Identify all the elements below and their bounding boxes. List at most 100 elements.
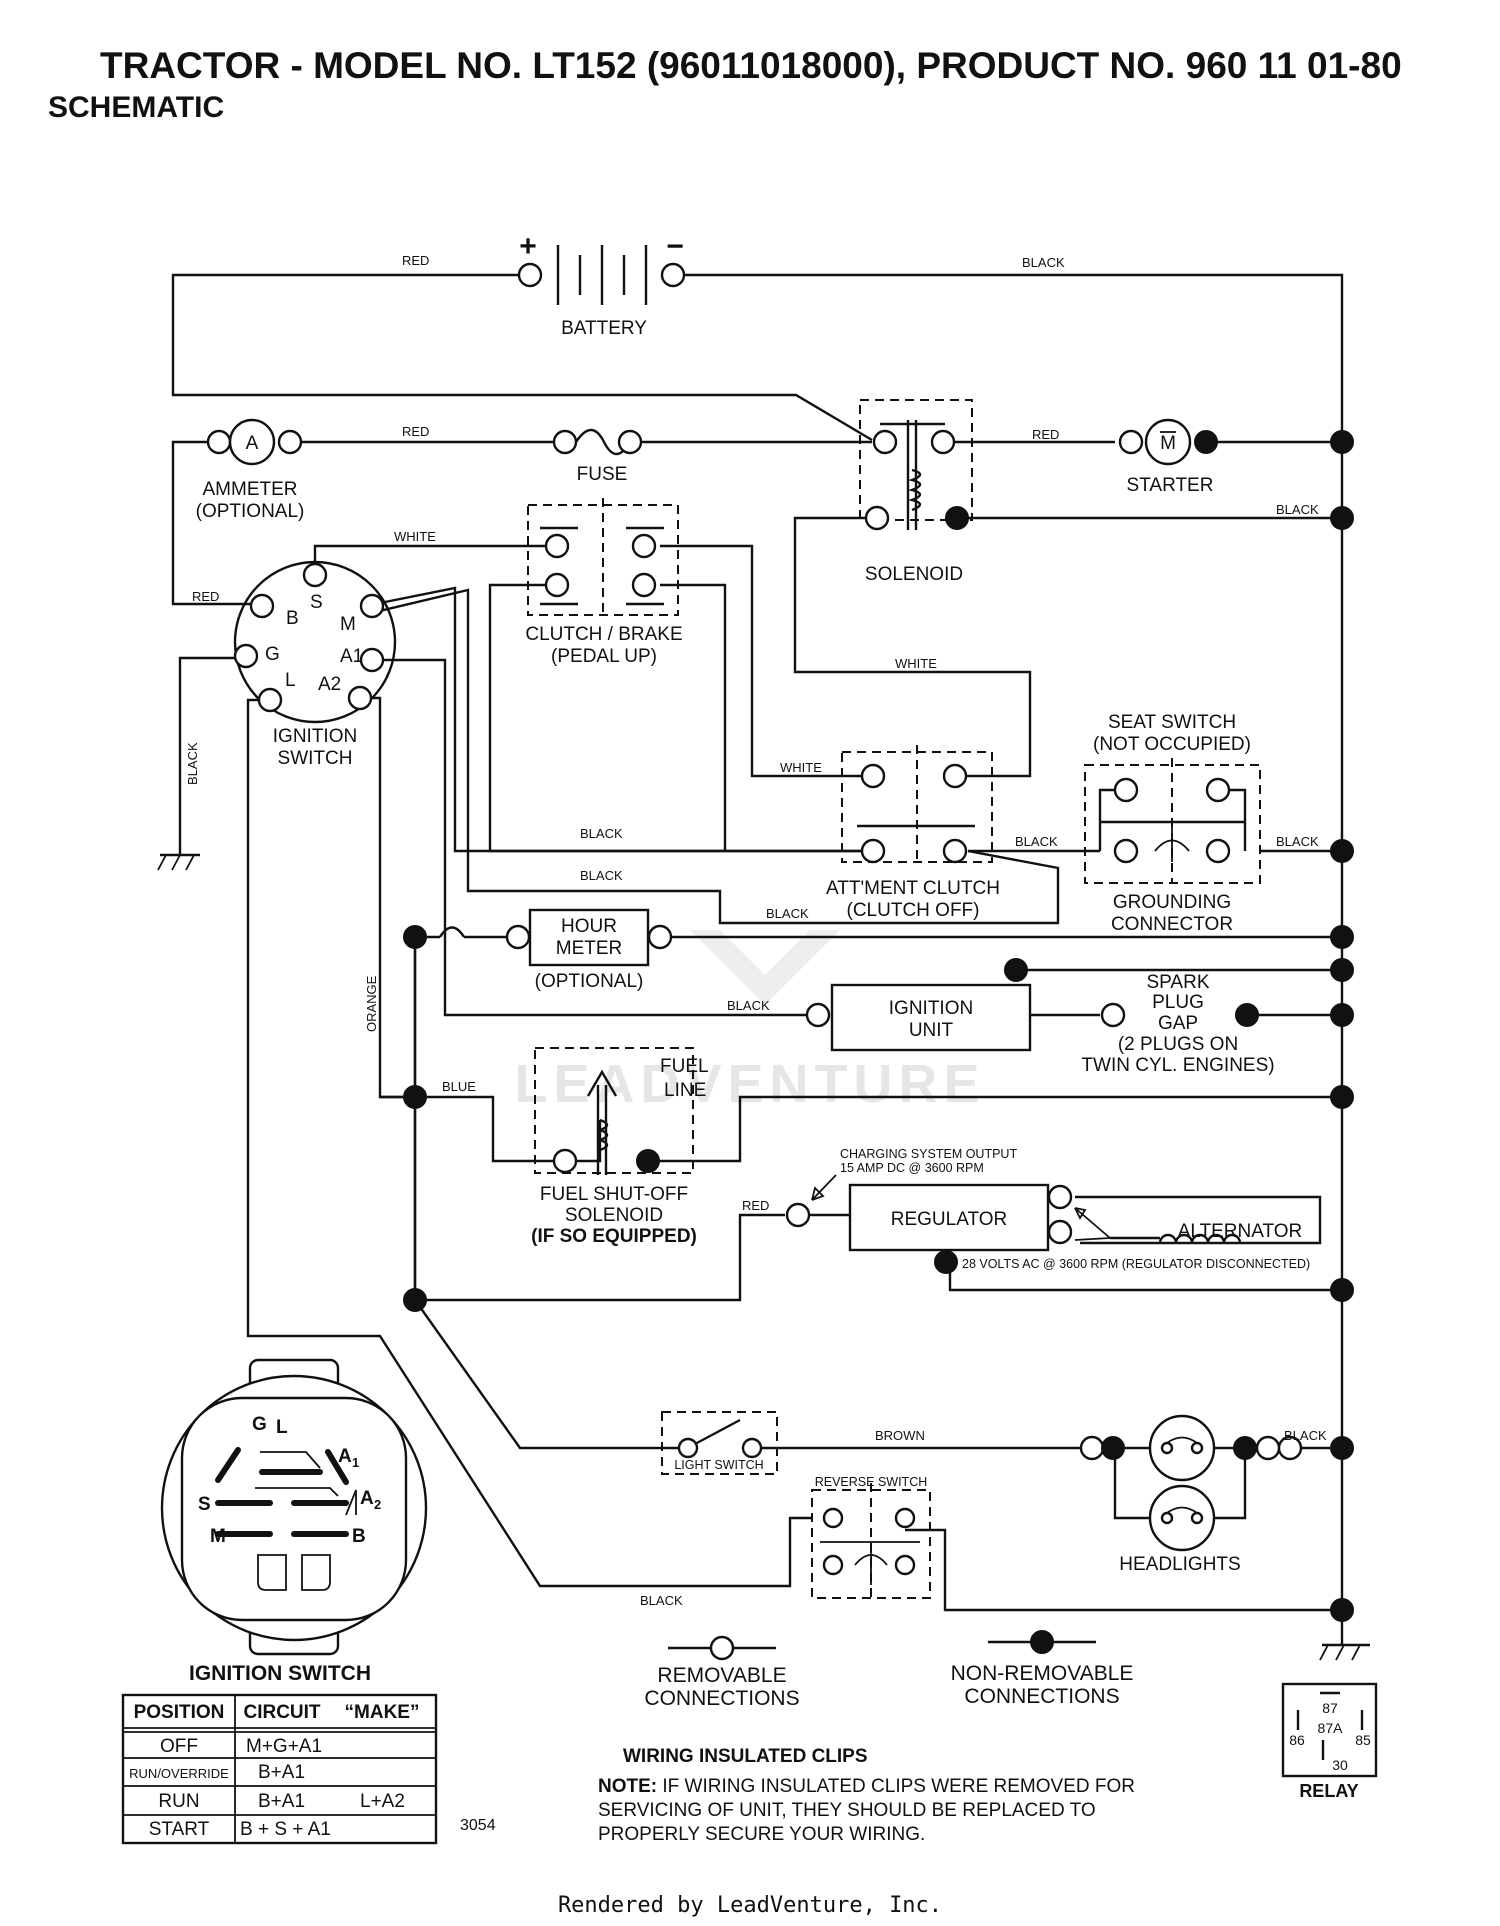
junction-dots: [403, 430, 1354, 1622]
wire-label: RED: [192, 589, 219, 604]
ignition-switch-label: IGNITION: [273, 726, 357, 747]
attment-clutch-sublabel: (CLUTCH OFF): [847, 900, 980, 921]
light-switch-label: LIGHT SWITCH: [674, 1458, 763, 1472]
wire-label: BLACK: [580, 868, 623, 883]
table-cell: M+G+A1: [246, 1736, 322, 1757]
charging-output-value: 15 AMP DC @ 3600 RPM: [840, 1161, 984, 1175]
table-cell: L+A2: [360, 1791, 405, 1812]
wire-label: BLACK: [1284, 1428, 1327, 1443]
starter-symbol: M: [1160, 433, 1176, 454]
ground-symbol-right: [1319, 1610, 1370, 1661]
svg-text:−: −: [666, 230, 684, 263]
fuse: FUSE: [552, 428, 643, 485]
wire-label: BLACK: [1015, 834, 1058, 849]
legend-removable-label: REMOVABLE: [657, 1664, 786, 1687]
clips-note-label: NOTE:: [598, 1776, 657, 1797]
ign-terminal-g: G: [265, 644, 280, 665]
table-header-position: POSITION: [134, 1702, 225, 1723]
wire-color-labels: RED BLACK RED RED BLACK RED WHITE WHITE …: [185, 253, 1327, 1608]
ign-terminal-a1: A1: [340, 646, 363, 667]
clips-note-text-1: IF WIRING INSULATED CLIPS WERE REMOVED F…: [662, 1776, 1135, 1797]
clips-note-line-2: SERVICING OF UNIT, THEY SHOULD BE REPLAC…: [598, 1800, 1096, 1821]
starter: M STARTER: [1118, 418, 1218, 496]
page-subtitle: SCHEMATIC: [48, 91, 224, 124]
fuel-solenoid-equipped-label: (IF SO EQUIPPED): [531, 1226, 697, 1247]
clips-note-line-3: PROPERLY SECURE YOUR WIRING.: [598, 1824, 925, 1845]
alternator-label: ALTERNATOR: [1178, 1221, 1303, 1242]
wire-label: WHITE: [895, 656, 937, 671]
light-switch: LIGHT SWITCH: [661, 1411, 778, 1475]
ign-terminal-s: S: [310, 592, 323, 613]
relay-pin-87: 87: [1322, 1700, 1338, 1716]
table-header-circuit: CIRCUIT: [243, 1702, 320, 1723]
legend-non-removable: NON-REMOVABLE CONNECTIONS: [951, 1630, 1134, 1708]
fuel-line-sublabel: LINE: [664, 1080, 706, 1101]
ammeter: A AMMETER (OPTIONAL): [196, 418, 305, 522]
hour-meter-optional-label: (OPTIONAL): [535, 971, 644, 992]
clutch-brake-switch: CLUTCH / BRAKE (PEDAL UP): [525, 498, 683, 667]
table-cell: RUN/OVERRIDE: [129, 1766, 229, 1781]
hour-meter: HOUR METER (OPTIONAL): [505, 908, 673, 992]
svg-text:+: +: [519, 230, 537, 263]
regulator-label: REGULATOR: [891, 1209, 1008, 1230]
face-label-l: L: [276, 1417, 288, 1438]
footer-credit: Rendered by LeadVenture, Inc.: [558, 1893, 942, 1918]
fuel-solenoid-sublabel: SOLENOID: [565, 1205, 663, 1226]
spark-plug-label-5: TWIN CYL. ENGINES): [1081, 1055, 1274, 1076]
reverse-switch-label: REVERSE SWITCH: [815, 1475, 928, 1489]
fuel-solenoid-label: FUEL SHUT-OFF: [540, 1184, 688, 1205]
alternator: ALTERNATOR 28 VOLTS AC @ 3600 RPM (REGUL…: [962, 1207, 1310, 1271]
clutch-brake-label: CLUTCH / BRAKE: [525, 624, 682, 645]
spark-plug-label-3: GAP: [1158, 1013, 1198, 1034]
watermark-text: LEADVENTURE: [514, 1054, 985, 1114]
clips-note-line-1: NOTE: IF WIRING INSULATED CLIPS WERE REM…: [598, 1776, 1135, 1797]
clips-note: WIRING INSULATED CLIPS NOTE: IF WIRING I…: [598, 1746, 1135, 1845]
fuse-label: FUSE: [577, 464, 628, 485]
seat-switch-label: SEAT SWITCH: [1108, 712, 1236, 733]
legend-non-removable-label: NON-REMOVABLE: [951, 1662, 1134, 1685]
table-header-make: “MAKE”: [345, 1702, 420, 1723]
ignition-switch-sublabel: SWITCH: [278, 748, 353, 769]
wire-label: WHITE: [780, 760, 822, 775]
legend-removable: REMOVABLE CONNECTIONS: [644, 1635, 800, 1710]
wire-label: BLACK: [1276, 502, 1319, 517]
wire-label: BLACK: [1276, 834, 1319, 849]
wire-label: RED: [1032, 427, 1059, 442]
face-label-a1: A: [338, 1446, 352, 1467]
battery: + − BATTERY: [517, 230, 686, 339]
face-label-a1-sub: 1: [352, 1455, 359, 1470]
wire-label: WHITE: [394, 529, 436, 544]
grounding-label: GROUNDING: [1113, 892, 1231, 913]
fuel-line-label: FUEL: [660, 1056, 709, 1077]
ign-terminal-b: B: [286, 608, 299, 629]
wire-label: RED: [402, 253, 429, 268]
alternator-note: 28 VOLTS AC @ 3600 RPM (REGULATOR DISCON…: [962, 1257, 1310, 1271]
clips-title: WIRING INSULATED CLIPS: [623, 1746, 868, 1767]
ammeter-optional-label: (OPTIONAL): [196, 501, 305, 522]
face-label-g: G: [252, 1414, 267, 1435]
ammeter-symbol: A: [246, 433, 259, 454]
battery-label: BATTERY: [561, 318, 647, 339]
relay-pin-86: 86: [1289, 1732, 1305, 1748]
table-cell: START: [149, 1819, 210, 1840]
face-label-a2: A: [360, 1488, 374, 1509]
face-label-a2-sub: 2: [374, 1497, 381, 1512]
grounding-sublabel: CONNECTOR: [1111, 914, 1233, 935]
hour-meter-sublabel: METER: [556, 938, 623, 959]
relay: 87 87A 86 85 30 RELAY: [1281, 1682, 1378, 1801]
spark-plug-label-1: SPARK: [1146, 972, 1209, 993]
face-label-m: M: [210, 1526, 226, 1547]
table-cell: B + S + A1: [240, 1819, 331, 1840]
wire-label: BLACK: [766, 906, 809, 921]
legend-removable-sublabel: CONNECTIONS: [644, 1687, 799, 1710]
wire-label: BLUE: [442, 1079, 476, 1094]
ign-terminal-m: M: [340, 614, 356, 635]
relay-pin-87a: 87A: [1318, 1720, 1344, 1736]
wire-label: BLACK: [185, 742, 200, 785]
solenoid-label: SOLENOID: [865, 564, 963, 585]
table-cell: OFF: [160, 1736, 198, 1757]
wire-label: ORANGE: [364, 975, 379, 1032]
ignition-unit: IGNITION UNIT: [805, 983, 1032, 1052]
wire-label: RED: [402, 424, 429, 439]
